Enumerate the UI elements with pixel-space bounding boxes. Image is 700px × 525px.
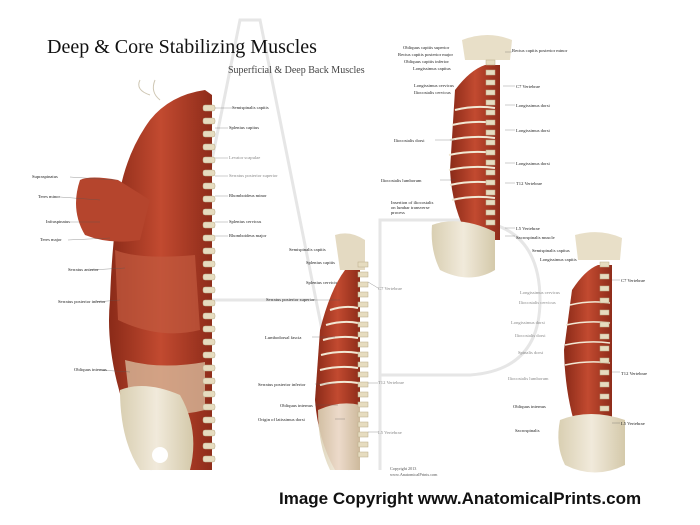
- label-iliocostalis-lumborum: Iliocostalis lumborum: [381, 178, 422, 183]
- label-iliocostalis-dorsi: Iliocostalis dorsi: [394, 138, 425, 143]
- label-iliocostalis-cervicus: Iliocostalis cervicus: [414, 90, 451, 95]
- label-sacrospinalis-muscle: Sacrospinalis muscle: [516, 235, 555, 240]
- label-serratus-posterior-inferior: Serratus posterior inferior: [58, 299, 106, 304]
- label-serratus-posterior-superior-2: Serratus posterior superior: [266, 297, 315, 302]
- label-serratus-posterior-superior: Serratus posterior superior: [229, 173, 278, 178]
- label-obliquus-internus: Obliquus internus: [74, 367, 107, 372]
- figure-middle-back: [315, 233, 369, 470]
- label-lumbodorsal-fascia: Lumbodorsal fascia: [265, 335, 302, 340]
- label-iliocostalis-cervicus-4: Iliocostalis cervicus: [519, 300, 556, 305]
- copyright-small-line1: Copyright 2013: [390, 466, 417, 471]
- label-t12-vertebrae-4: T12 Vertebrae: [621, 371, 648, 376]
- label-serratus-anterior: Serratus anterior: [68, 267, 99, 272]
- label-semispinalis-capitis: Semispinalis capitis: [232, 105, 269, 110]
- label-splenius-cervicus: Splenius cervicus: [229, 219, 262, 224]
- label-rectus-capitis-posterior-minor: Rectus capitis posterior minor: [512, 48, 568, 53]
- label-serratus-posterior-inferior-2: Serratus posterior inferior: [258, 382, 306, 387]
- label-t12-vertebrae-2: T12 Vertebrae: [378, 380, 405, 385]
- label-longissimus-dorsi-2: Longissimus dorsi: [516, 128, 550, 133]
- label-l5-vertebrae-4: L5 Vertebrae: [621, 421, 645, 426]
- label-t12-vertebrae-3: T12 Vertebrae: [516, 181, 543, 186]
- label-rhomboideus-major: Rhomboideus major: [229, 233, 267, 238]
- label-rhomboideus-minor: Rhomboideus minor: [229, 193, 267, 198]
- label-c7-vertebrae-2: C7 Vertebrae: [378, 286, 403, 291]
- label-teres-major: Teres major: [40, 237, 62, 242]
- label-c7-vertebrae-3: C7 Vertebrae: [516, 84, 541, 89]
- label-rectus-capitis-posterior-major: Rectus capitis posterior major: [398, 52, 453, 57]
- figure-deep-back-upper: [431, 35, 512, 278]
- label-levator-scapulae: Levator scapulae: [229, 155, 261, 160]
- leader-lines: [59, 51, 620, 433]
- label-insertion-iliocostalis: Insertion of iliocostalis on lumbar tran…: [391, 200, 434, 215]
- label-obliquus-capitis-superior: Obliquus capitis superior: [403, 45, 450, 50]
- label-obliquus-internus-4: Obliquus internus: [513, 404, 546, 409]
- label-longissimus-capitis-4: Longissimus capitis: [540, 257, 577, 262]
- label-infraspinatus: Infraspinatus: [46, 219, 70, 224]
- footer-copyright: Image Copyright www.AnatomicalPrints.com: [279, 489, 642, 508]
- page-title: Deep & Core Stabilizing Muscles: [47, 36, 317, 58]
- page-subtitle: Superficial & Deep Back Muscles: [228, 65, 365, 76]
- label-spinalis-dorsi-4: Spinalis dorsi: [518, 350, 544, 355]
- label-obliquus-capitis-inferior: Obliquus capitis inferior: [404, 59, 449, 64]
- label-longissimus-dorsi-4: Longissimus dorsi: [511, 320, 545, 325]
- label-sacrospinalis-4: Sacrospinalis: [515, 428, 540, 433]
- copyright-small-line2: www.AnatomicalPrints.com: [390, 472, 438, 477]
- figure-deep-back-lower: [558, 232, 625, 473]
- label-l5-vertebrae-2: L5 Vertebrae: [378, 430, 402, 435]
- label-longissimus-cervicus: Longissimus cervicus: [414, 83, 454, 88]
- label-supraspinatus: Supraspinatus: [32, 174, 58, 179]
- label-iliocostalis-lumborum-4: Iliocostalis lumborum: [508, 376, 549, 381]
- label-splenius-cervicis: Splenius cervicis: [306, 280, 338, 285]
- label-longissimus-dorsi-1: Longissimus dorsi: [516, 103, 550, 108]
- label-iliocostalis-dorsi-4: Iliocostalis dorsi: [515, 333, 546, 338]
- label-semispinalis-capitis-2: Semispinalis capitis: [289, 247, 326, 252]
- label-longissimus-dorsi-3: Longissimus dorsi: [516, 161, 550, 166]
- label-teres-minor: Teres minor: [38, 194, 61, 199]
- label-longissimus-cervicus-4: Longissimus cervicus: [520, 290, 560, 295]
- label-obliquus-internus-2: Obliquus internus: [280, 403, 313, 408]
- figure-superficial-back: [76, 79, 216, 470]
- label-splenius-capitis: Splenius capitis: [306, 260, 335, 265]
- label-longissimus-capitus: Longissimus capitus: [413, 66, 451, 71]
- label-semispinalis-capitus-4: Semispinalis capitus: [532, 248, 570, 253]
- label-l5-vertebrae-3: L5 Vertebrae: [516, 226, 540, 231]
- label-splenius-capitus: Splenius capitus: [229, 125, 259, 130]
- label-origin-latissimus-dorsi: Origin of latissimus dorsi: [258, 417, 305, 422]
- label-c7-vertebrae-4: C7 Vertebrae: [621, 278, 646, 283]
